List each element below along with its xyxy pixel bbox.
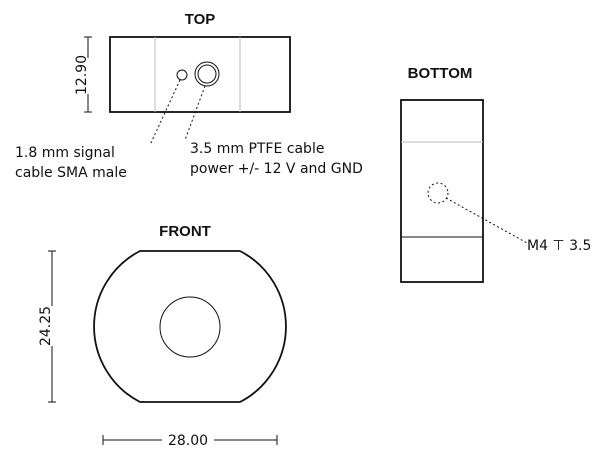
front-view-title: FRONT: [159, 223, 211, 240]
ptfe-cable-note-line1: 3.5 mm PTFE cable: [190, 141, 324, 157]
m4-thread-hole: [427, 182, 449, 204]
front-width-dimension: 28.00: [168, 433, 208, 449]
signal-cable-note-line2: cable SMA male: [15, 165, 127, 181]
ptfe-cable-hole-outer: [194, 61, 220, 87]
top-height-dimension: 12.90: [74, 55, 90, 95]
top-view-title: TOP: [185, 11, 216, 28]
top-view: TOP 12.90 1.8 mm signal cable SMA male 3…: [15, 11, 363, 181]
signal-cable-hole: [176, 69, 188, 81]
front-height-dimension: 24.25: [38, 306, 54, 346]
ptfe-cable-leader: [184, 85, 206, 141]
front-height-dimension-label-bg: [36, 306, 54, 346]
front-view-body: [93, 250, 287, 403]
ptfe-cable-note-line2: power +/- 12 V and GND: [190, 161, 363, 177]
bottom-view-outline: [400, 99, 484, 283]
m4-hole-leader: [445, 197, 528, 244]
front-view: FRONT 24.25 28.00: [36, 223, 287, 449]
front-view-center-bore: [159, 296, 221, 358]
signal-cable-leader: [149, 79, 181, 146]
m4-hole-callout: M4 ⊤ 3.5: [527, 238, 591, 254]
front-width-dimension-label-bg: [162, 432, 214, 448]
top-view-outline: [109, 36, 291, 113]
signal-cable-note-line1: 1.8 mm signal: [15, 145, 115, 161]
bottom-view: BOTTOM M4 ⊤ 3.5: [400, 65, 591, 283]
bottom-view-title: BOTTOM: [408, 65, 473, 82]
ptfe-cable-hole-inner: [197, 64, 217, 84]
top-height-dimension-label-bg: [72, 58, 90, 94]
